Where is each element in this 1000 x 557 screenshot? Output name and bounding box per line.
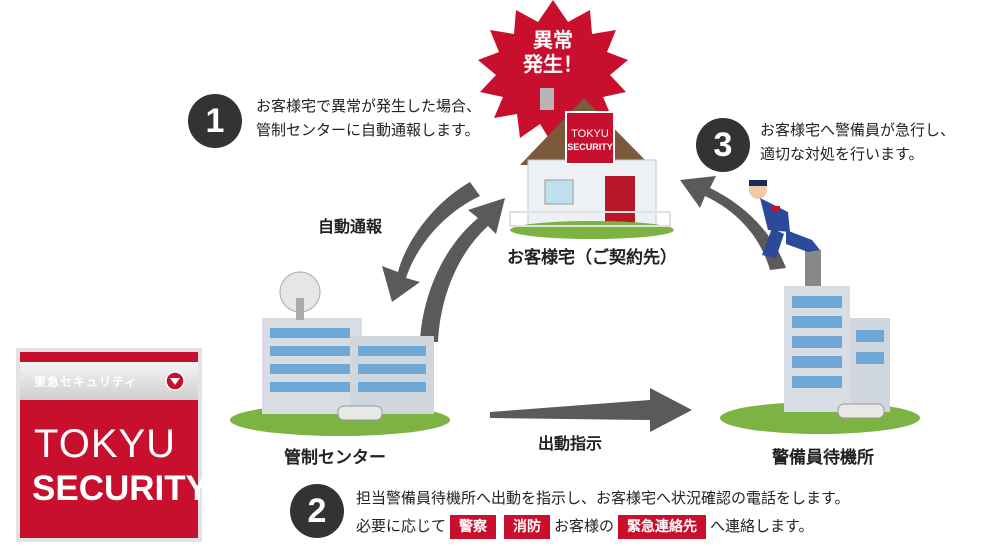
logo-line2: SECURITY xyxy=(32,469,209,508)
arrow-station-to-home xyxy=(680,176,786,270)
house-illustration: TOKYU SECURITY xyxy=(509,88,674,239)
step-2-line2: 必要に応じて警察消防お客様の緊急連絡先へ連絡します。 xyxy=(356,512,850,540)
step-1-number: 1 xyxy=(188,94,242,148)
badge-police: 警察 xyxy=(450,515,497,539)
house-sign-line1: TOKYU xyxy=(571,128,609,140)
control-center-illustration xyxy=(230,271,450,436)
arrow-up-right xyxy=(420,198,505,342)
alert-burst: 異常 発生！ xyxy=(513,28,593,76)
step-1-line2: 管制センターに自動通報します。 xyxy=(256,121,480,139)
step-3-line1: お客様宅へ警備員が急行し、 xyxy=(760,121,956,139)
step-2-text: 担当警備員待機所へ出動を指示し、お客様宅へ状況確認の電話をします。 必要に応じて… xyxy=(356,484,850,540)
step-2-mid: お客様の xyxy=(554,517,615,535)
logo-line1: TOKYU xyxy=(34,422,177,466)
guard-station-illustration xyxy=(720,250,920,434)
step-3-line2: 適切な対処を行います。 xyxy=(760,145,924,163)
auto-report-label: 自動通報 xyxy=(318,217,383,236)
step-2-suffix: へ連絡します。 xyxy=(710,517,814,535)
alert-burst-line1: 異常 xyxy=(533,28,573,52)
logo-emblem-icon xyxy=(165,371,185,391)
step-2-line1: 担当警備員待機所へ出動を指示し、お客様宅へ状況確認の電話をします。 xyxy=(356,489,850,507)
badge-emergency-contact: 緊急連絡先 xyxy=(618,515,707,539)
step-1-line1: お客様宅で異常が発生した場合、 xyxy=(256,97,482,115)
house-sign-line2: SECURITY xyxy=(567,142,613,152)
step-1-text: お客様宅で異常が発生した場合、 管制センターに自動通報します。 xyxy=(256,94,481,142)
alert-burst-line2: 発生！ xyxy=(523,52,583,76)
badge-fire: 消防 xyxy=(504,515,551,539)
guard-station-label: 警備員待機所 xyxy=(772,448,874,468)
home-label: お客様宅（ご契約先） xyxy=(507,248,677,268)
tokyu-security-logo: 東急セキュリティ TOKYU SECURITY xyxy=(16,348,209,542)
running-guard-illustration xyxy=(749,180,820,258)
logo-jp-text: 東急セキュリティ xyxy=(34,375,138,389)
step-3-number: 3 xyxy=(696,118,750,172)
dispatch-arrow xyxy=(490,388,692,432)
control-center-label: 管制センター xyxy=(284,448,386,468)
auto-report-arrows xyxy=(382,182,505,342)
step-2-number: 2 xyxy=(290,484,344,538)
step-3-text: お客様宅へ警備員が急行し、 適切な対処を行います。 xyxy=(760,118,955,166)
step-2-prefix: 必要に応じて xyxy=(356,517,447,535)
arrow-down-left xyxy=(382,182,480,302)
dispatch-label: 出動指示 xyxy=(538,434,603,453)
